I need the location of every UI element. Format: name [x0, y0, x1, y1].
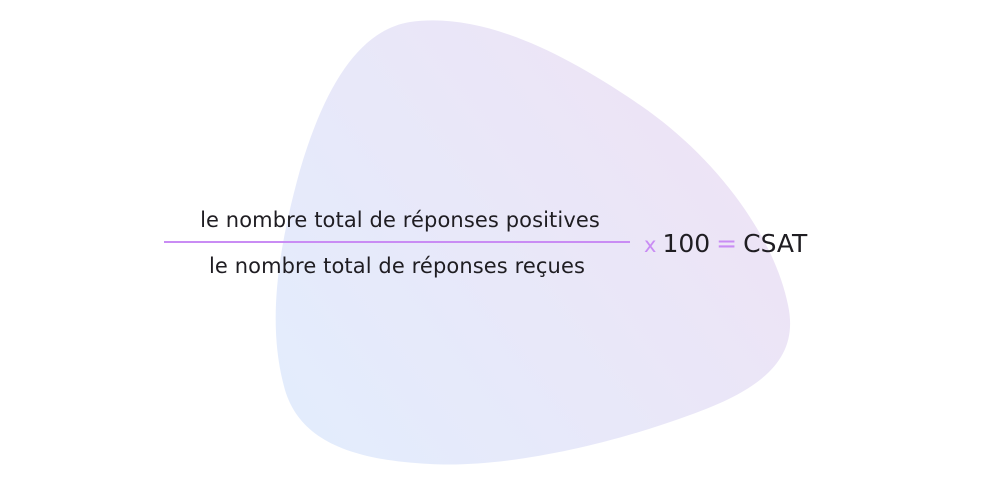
- denominator: le nombre total de réponses reçues: [208, 254, 586, 278]
- equals-operator: =: [716, 229, 738, 258]
- fraction: le nombre total de réponses positives le…: [164, 205, 630, 281]
- numerator: le nombre total de réponses positives: [200, 208, 600, 232]
- result-label: CSAT: [743, 229, 808, 258]
- multiplier-value: 100: [662, 229, 711, 258]
- multiply-operator: x: [644, 233, 657, 257]
- fraction-bar: [164, 241, 630, 243]
